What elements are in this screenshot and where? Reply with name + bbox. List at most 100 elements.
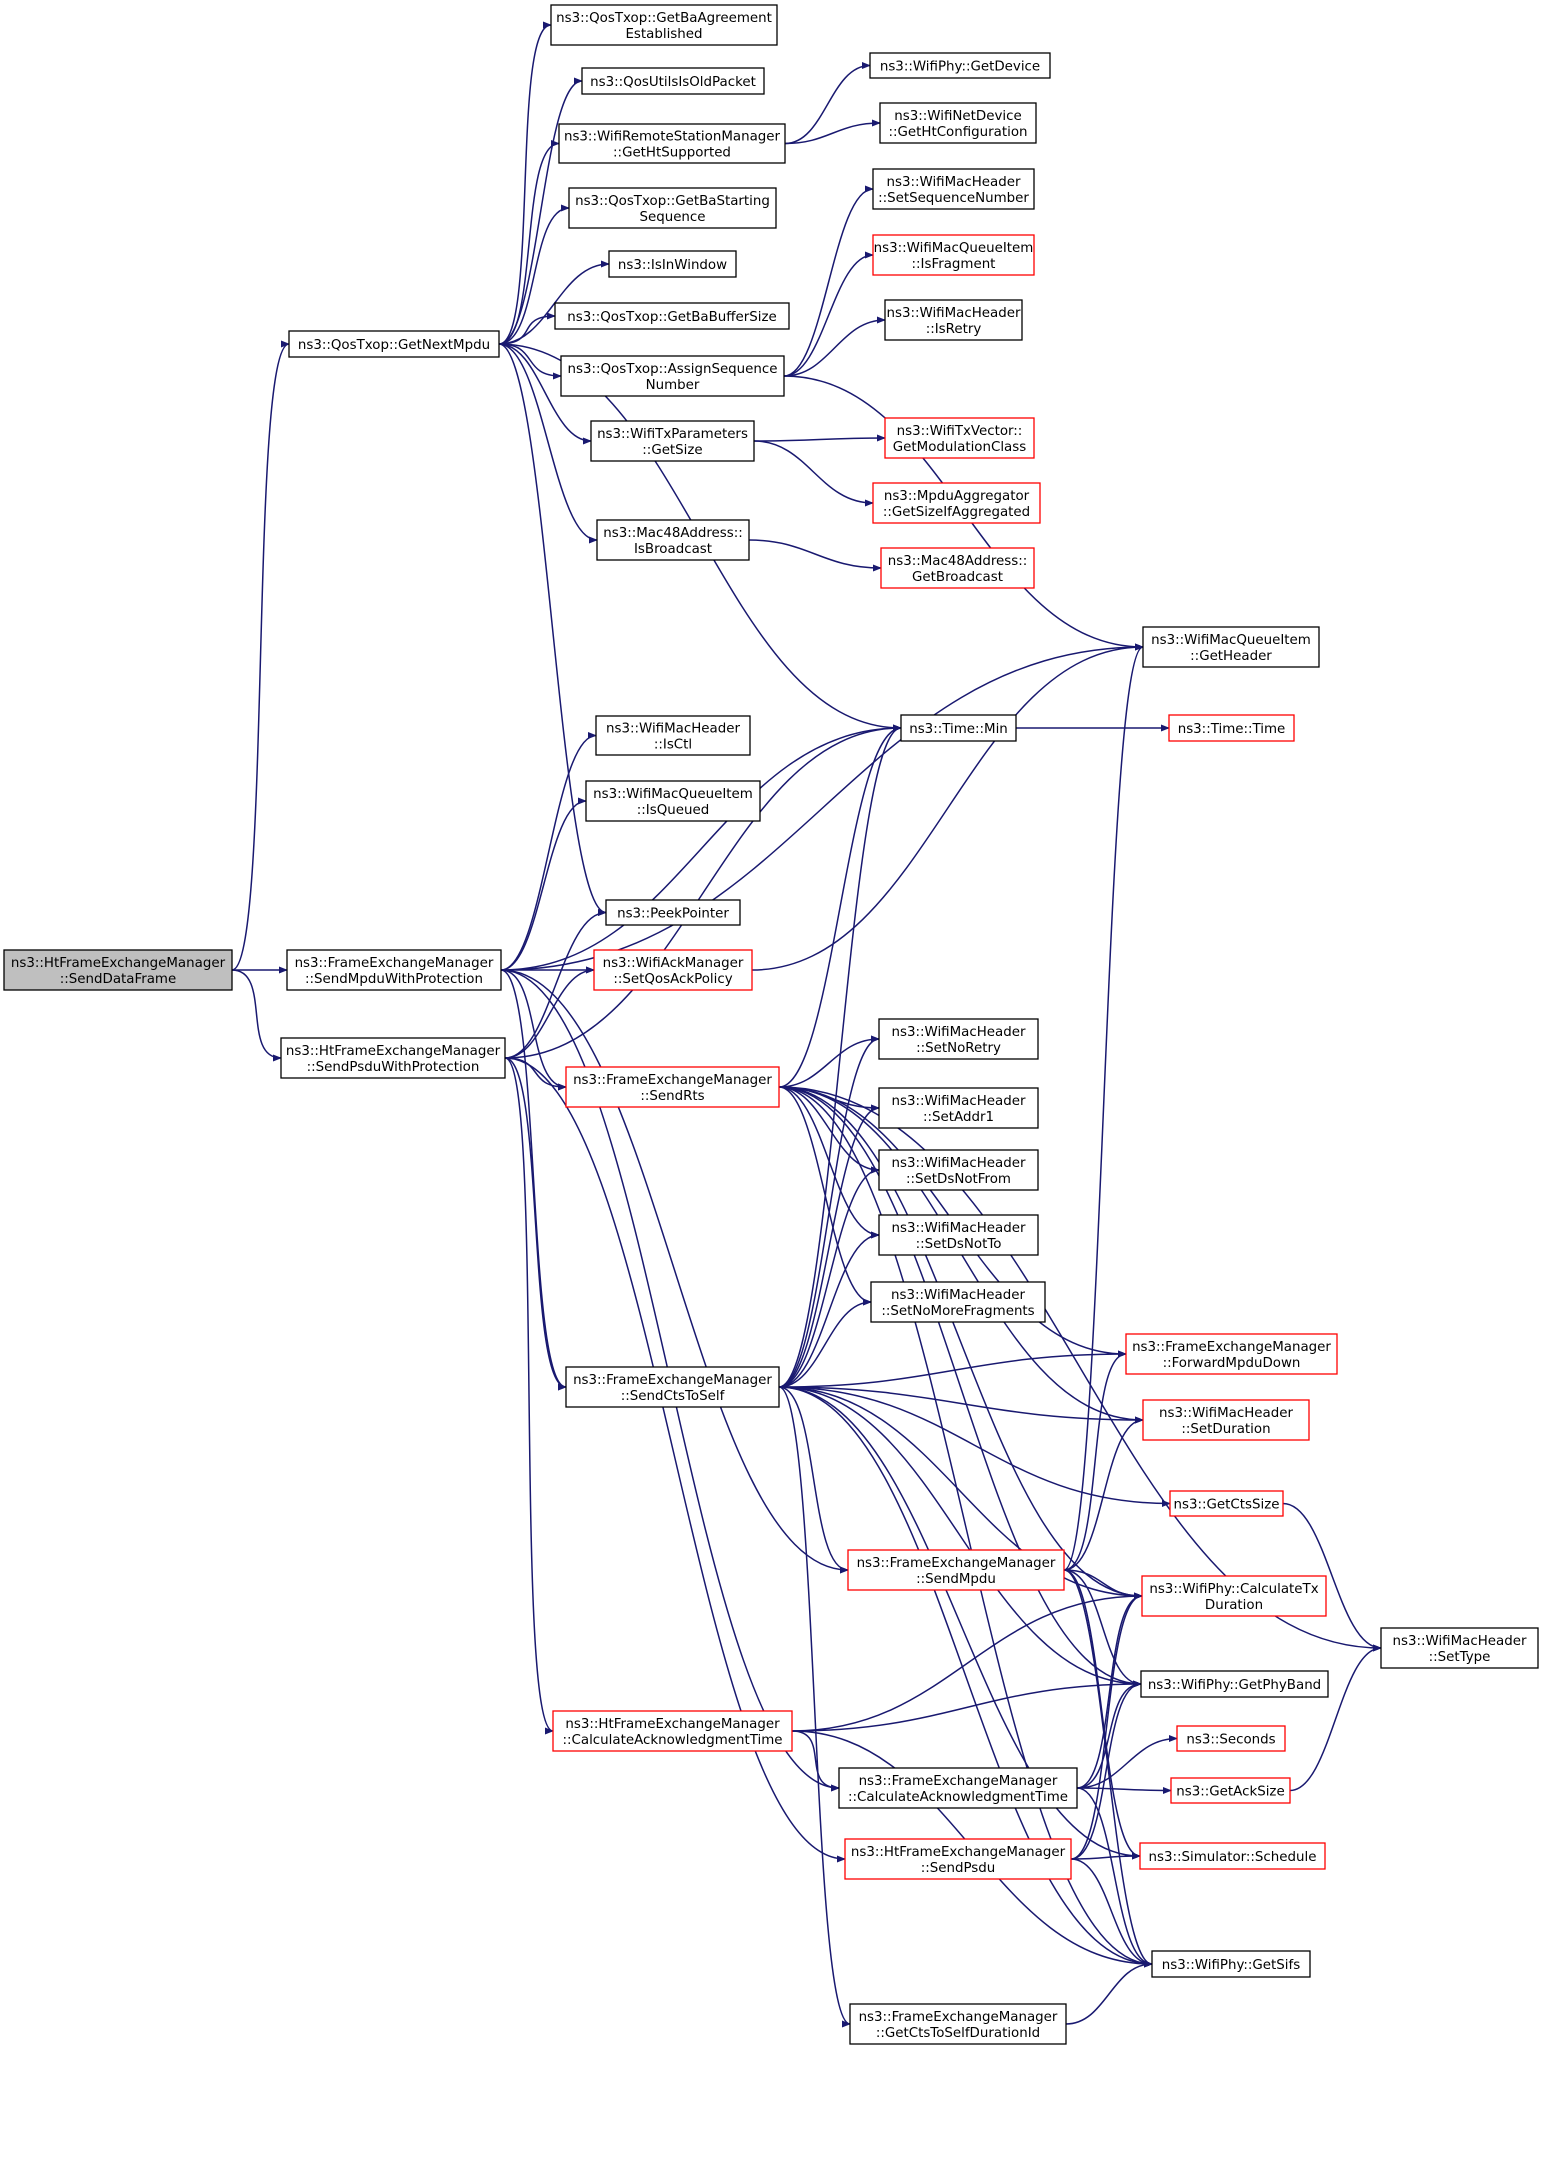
node-isRetry[interactable]: ns3::WifiMacHeader::IsRetry [884, 299, 1023, 341]
node-label: ns3::WifiMacQueueItem [1151, 633, 1311, 648]
node-isQueued[interactable]: ns3::WifiMacQueueItem::IsQueued [585, 780, 761, 822]
edge-root-to-getNextMpdu [231, 340, 290, 971]
node-label: ::SetDuration [1181, 1422, 1270, 1437]
node-setNoMoreFrag[interactable]: ns3::WifiMacHeader::SetNoMoreFragments [870, 1281, 1046, 1323]
node-femCalcAck[interactable]: ns3::FrameExchangeManager::CalculateAckn… [838, 1767, 1078, 1809]
edge-getHtSupported-to-getHtConfig [784, 119, 881, 145]
node-setSeqNum[interactable]: ns3::WifiMacHeader::SetSequenceNumber [872, 168, 1035, 210]
node-label: ::GetCtsToSelfDurationId [876, 2026, 1040, 2041]
node-root[interactable]: ns3::HtFrameExchangeManager::SendDataFra… [3, 949, 233, 991]
edge-getAckSize-to-setType [1289, 1644, 1382, 1792]
node-sendMpdu[interactable]: ns3::FrameExchangeManager::SendMpdu [847, 1549, 1065, 1591]
edge-sendMpdu-to-queueGetHeader [1063, 643, 1144, 1571]
node-setNoRetry[interactable]: ns3::WifiMacHeader::SetNoRetry [878, 1018, 1039, 1060]
node-timeMin[interactable]: ns3::Time::Min [900, 714, 1017, 742]
node-label: ::CalculateAcknowledgmentTime [848, 1790, 1068, 1805]
node-label: ns3::HtFrameExchangeManager [851, 1845, 1066, 1860]
node-box [596, 519, 750, 561]
node-simSchedule[interactable]: ns3::Simulator::Schedule [1139, 1842, 1326, 1870]
edge-sendCtsToSelf-to-getCtsSize [778, 1386, 1171, 1508]
node-getBroadcast[interactable]: ns3::Mac48Address::GetBroadcast [880, 547, 1035, 589]
node-sendMpduProt[interactable]: ns3::FrameExchangeManager::SendMpduWithP… [286, 949, 502, 991]
node-label: ::CalculateAcknowledgmentTime [563, 1733, 783, 1748]
node-box [581, 67, 765, 95]
node-getHtConfig[interactable]: ns3::WifiNetDevice::GetHtConfiguration [879, 102, 1037, 144]
node-box [884, 417, 1035, 459]
edge-sendRts-to-setAddr1 [778, 1086, 880, 1112]
node-getModClass[interactable]: ns3::WifiTxVector::GetModulationClass [884, 417, 1035, 459]
node-label: ns3::Simulator::Schedule [1149, 1850, 1317, 1865]
node-ctsToSelfDur[interactable]: ns3::FrameExchangeManager::GetCtsToSelfD… [849, 2003, 1067, 2045]
node-box [878, 1018, 1039, 1060]
node-macIsBroadcast[interactable]: ns3::Mac48Address::IsBroadcast [596, 519, 750, 561]
node-box [1139, 1842, 1326, 1870]
node-label: ::SetNoMoreFragments [881, 1304, 1034, 1319]
node-sendCtsToSelf[interactable]: ns3::FrameExchangeManager::SendCtsToSelf [565, 1366, 780, 1408]
edge-sendMpdu-to-forwardMpduDown [1063, 1350, 1127, 1571]
node-setType[interactable]: ns3::WifiMacHeader::SetType [1380, 1627, 1539, 1669]
node-setQosAck[interactable]: ns3::WifiAckManager::SetQosAckPolicy [593, 949, 753, 991]
node-txParamsSize[interactable]: ns3::WifiTxParameters::GetSize [590, 420, 755, 462]
node-box [565, 1366, 780, 1408]
node-qosUtilsOld[interactable]: ns3::QosUtilsIsOldPacket [581, 67, 765, 95]
edge-femCalcAck-to-getPhyBand [1076, 1680, 1142, 1789]
node-getHtSupported[interactable]: ns3::WifiRemoteStationManager::GetHtSupp… [558, 123, 786, 164]
node-box [554, 302, 790, 330]
node-isFragment[interactable]: ns3::WifiMacQueueItem::IsFragment [872, 234, 1035, 276]
node-label: GetModulationClass [893, 440, 1026, 455]
node-box [869, 52, 1051, 79]
edge-sendRts-to-getSifs [778, 1086, 1153, 1968]
node-getAckSize[interactable]: ns3::GetAckSize [1170, 1777, 1291, 1804]
node-label: ns3::WifiPhy::CalculateTx [1149, 1582, 1318, 1597]
node-sendRts[interactable]: ns3::FrameExchangeManager::SendRts [565, 1066, 780, 1108]
node-box [560, 355, 785, 397]
node-label: ns3::Mac48Address:: [888, 554, 1028, 569]
node-queueGetHeader[interactable]: ns3::WifiMacQueueItem::GetHeader [1142, 626, 1320, 668]
node-setDsNotTo[interactable]: ns3::WifiMacHeader::SetDsNotTo [878, 1214, 1039, 1256]
node-getCtsSize[interactable]: ns3::GetCtsSize [1169, 1490, 1284, 1517]
node-seconds[interactable]: ns3::Seconds [1176, 1725, 1286, 1752]
node-isCtl[interactable]: ns3::WifiMacHeader::IsCtl [595, 715, 751, 756]
node-box [1169, 1490, 1284, 1517]
node-isInWindow[interactable]: ns3::IsInWindow [608, 250, 737, 278]
node-label: ns3::IsInWindow [618, 258, 727, 273]
node-label: ns3::WifiMacHeader [1159, 1406, 1293, 1421]
node-box [3, 949, 233, 991]
node-htSendPsdu[interactable]: ns3::HtFrameExchangeManager::SendPsdu [844, 1838, 1072, 1880]
edge-sendPsduProt-to-peekPointer [504, 908, 607, 1059]
node-htCalcAck[interactable]: ns3::HtFrameExchangeManager::CalculateAc… [552, 1710, 793, 1752]
node-label: GetBroadcast [912, 570, 1003, 585]
node-label: ns3::GetAckSize [1176, 1785, 1284, 1800]
node-setAddr1[interactable]: ns3::WifiMacHeader::SetAddr1 [878, 1087, 1039, 1129]
edge-htSendPsdu-to-calcTxDur [1070, 1592, 1143, 1860]
node-sendPsduProt[interactable]: ns3::HtFrameExchangeManager::SendPsduWit… [280, 1037, 506, 1079]
edge-htCalcAck-to-getPhyBand [791, 1680, 1142, 1732]
node-peekPointer[interactable]: ns3::PeekPointer [605, 899, 741, 926]
node-getBaBuf[interactable]: ns3::QosTxop::GetBaBufferSize [554, 302, 790, 330]
node-phyGetDevice[interactable]: ns3::WifiPhy::GetDevice [869, 52, 1051, 79]
node-getPhyBand[interactable]: ns3::WifiPhy::GetPhyBand [1140, 1670, 1329, 1698]
edge-getNextMpdu-to-macIsBroadcast [498, 343, 598, 544]
node-box [880, 547, 1035, 589]
edge-sendPsduProt-to-timeMin [504, 724, 902, 1059]
node-label: ::SetAddr1 [923, 1110, 994, 1125]
node-label: ::IsQueued [637, 803, 709, 818]
node-setDuration[interactable]: ns3::WifiMacHeader::SetDuration [1142, 1399, 1310, 1441]
node-getNextMpdu[interactable]: ns3::QosTxop::GetNextMpdu [288, 330, 500, 358]
node-getSizeIfAgg[interactable]: ns3::MpduAggregator::GetSizeIfAggregated [872, 482, 1041, 524]
edge-sendPsduProt-to-setQosAck [504, 966, 595, 1059]
node-forwardMpduDown[interactable]: ns3::FrameExchangeManager::ForwardMpduDo… [1125, 1333, 1338, 1375]
node-box [870, 1281, 1046, 1323]
node-timeTime[interactable]: ns3::Time::Time [1168, 714, 1295, 742]
edge-sendCtsToSelf-to-simSchedule [778, 1386, 1141, 1860]
edge-sendPsduProt-to-sendCtsToSelf [504, 1057, 567, 1391]
node-box [884, 299, 1023, 341]
edge-sendCtsToSelf-to-setAddr1 [778, 1104, 880, 1388]
node-setDsNotFrom[interactable]: ns3::WifiMacHeader::SetDsNotFrom [878, 1149, 1039, 1191]
node-label: ns3::WifiMacHeader [1393, 1634, 1527, 1649]
node-getSifs[interactable]: ns3::WifiPhy::GetSifs [1151, 1950, 1311, 1978]
